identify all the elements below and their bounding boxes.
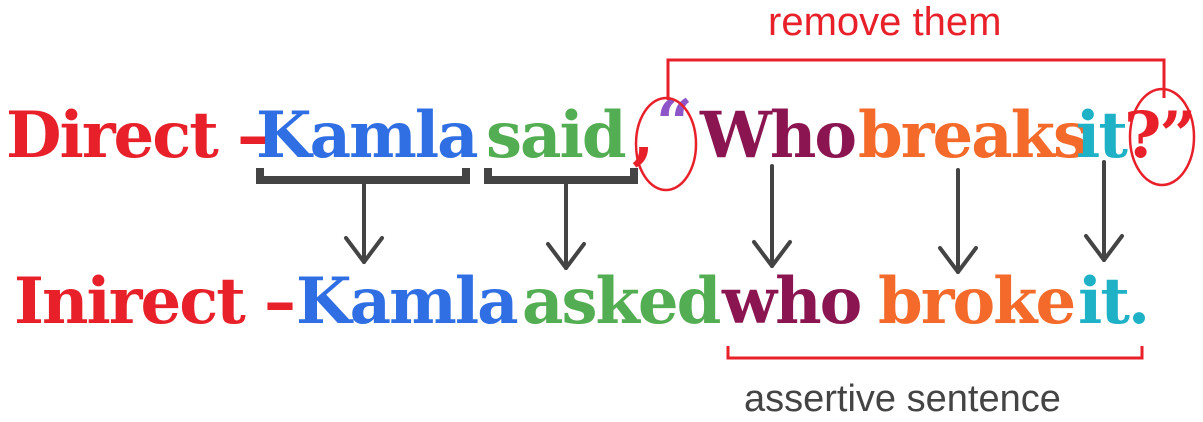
arrow-verb xyxy=(546,182,586,270)
direct-word-obj: it xyxy=(1076,98,1128,173)
direct-close-punct: ?” xyxy=(1124,98,1196,173)
direct-word-who: Who xyxy=(700,98,857,173)
arrow-verb-tense xyxy=(938,168,978,274)
arrow-obj xyxy=(1084,160,1124,262)
open-quote-circle xyxy=(634,96,698,192)
indirect-label: Inirect – xyxy=(14,264,296,339)
direct-label: Direct – xyxy=(6,98,269,173)
subject-bracket xyxy=(256,168,470,184)
indirect-word-verb: broke xyxy=(878,264,1076,339)
direct-subject: Kamla xyxy=(256,98,479,173)
direct-verb: said xyxy=(486,98,627,173)
remove-them-label: remove them xyxy=(768,0,1002,44)
assertive-sentence-label: assertive sentence xyxy=(744,378,1061,420)
arrow-who xyxy=(752,164,792,268)
direct-word-verb: breaks xyxy=(858,98,1089,173)
direct-open-quote: “ xyxy=(656,86,693,161)
indirect-subject: Kamla xyxy=(296,264,519,339)
assertive-bracket xyxy=(726,346,1144,360)
remove-bracket xyxy=(666,58,1166,100)
indirect-verb: asked xyxy=(522,264,721,339)
close-quote-circle xyxy=(1128,87,1196,187)
verb-bracket xyxy=(484,168,638,184)
arrow-subject xyxy=(344,182,384,264)
indirect-word-who: who xyxy=(722,264,862,339)
indirect-word-obj: it. xyxy=(1078,264,1150,339)
